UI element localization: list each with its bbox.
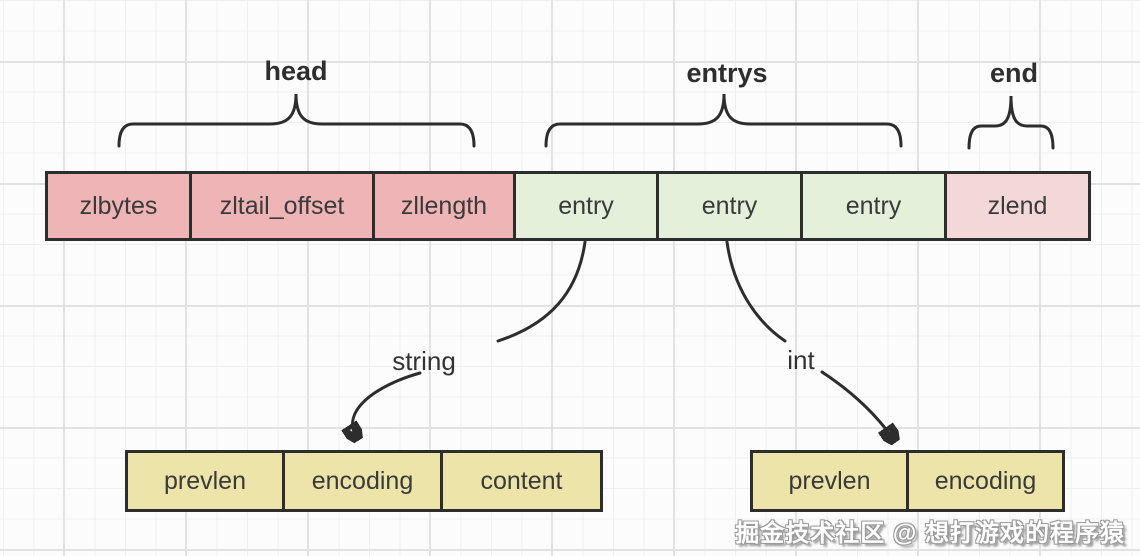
cell-int-encoding: encoding [906,450,1065,512]
arrow-string-to-detail [353,371,422,438]
cell-entry-3: entry [800,171,947,241]
label-entrys: entrys [686,58,768,88]
cell-int-prevlen: prevlen [750,450,909,512]
cell-zllength: zllength [372,171,516,241]
arrow-int-to-detail [820,370,894,440]
cell-zltail-offset: zltail_offset [189,171,375,241]
connector-entry2-to-int-label [725,240,787,343]
cell-string-content: content [440,450,603,512]
cell-entry-2: entry [656,171,803,241]
watermark-text: 掘金技术社区 @ 想打游戏的程序猿 [735,520,1125,547]
cell-string-encoding: encoding [282,450,443,512]
label-head: head [264,56,328,86]
brace-entrys [544,93,903,148]
brace-head [117,93,476,148]
cell-string-prevlen: prevlen [125,450,285,512]
connector-entry1-to-string-label [496,240,587,343]
cell-zlbytes: zlbytes [45,171,192,241]
label-int: int [787,345,815,375]
label-end: end [989,58,1039,88]
brace-end [967,95,1055,150]
cell-entry-1: entry [513,171,659,241]
cell-zlend: zlend [944,171,1091,241]
label-string: string [392,346,456,376]
